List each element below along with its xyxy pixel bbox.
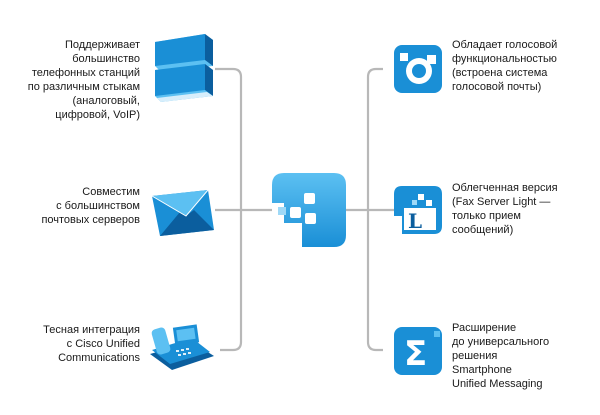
feature-voice: Обладает голосовой функциональностью (вс…	[452, 39, 558, 93]
pbx-server-icon	[155, 34, 213, 102]
feature-pbx-support: Поддерживает большинство телефонных стан…	[27, 39, 140, 121]
feature-mail-compat: Совместим с большинством почтовых сервер…	[41, 186, 140, 226]
feature-cisco-integration: Тесная интеграция с Cisco Unified Commun…	[43, 324, 140, 364]
sigma-glyph: Σ	[404, 334, 427, 374]
feature-fax-light: Облегченная версия (Fax Server Light — т…	[452, 182, 558, 236]
fax-light-icon: L	[394, 186, 442, 234]
connector-left	[215, 67, 272, 352]
unified-messaging-icon: Σ	[394, 327, 442, 375]
fax-light-glyph: L	[408, 209, 422, 233]
connector-right	[346, 67, 395, 352]
feature-unified-messaging: Расширение до универсального решения Sma…	[452, 322, 550, 390]
voice-module-icon	[394, 45, 442, 93]
envelope-icon	[151, 190, 214, 236]
ip-phone-icon	[150, 324, 214, 370]
center-logo-icon	[272, 173, 346, 247]
